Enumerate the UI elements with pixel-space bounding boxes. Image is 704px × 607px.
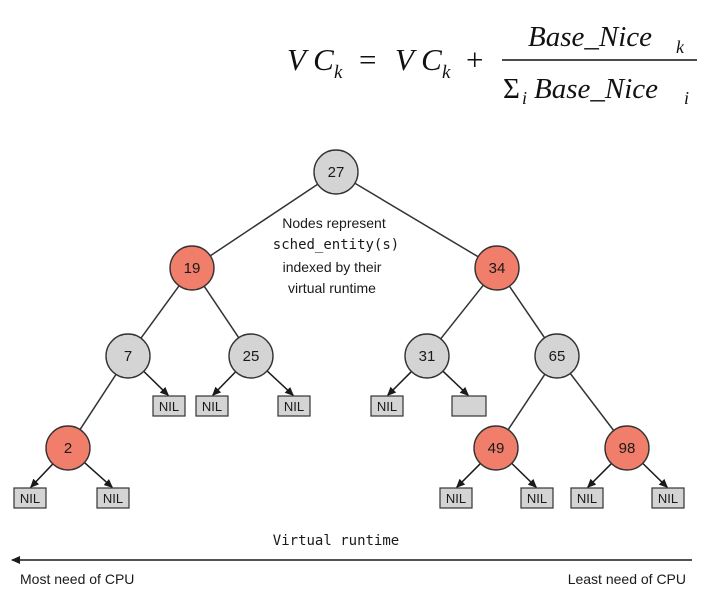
tree-edges: [29, 182, 669, 489]
formula-rhs-sub: k: [442, 62, 451, 83]
caption-line-3: indexed by their: [283, 259, 382, 275]
tree-node-19: [169, 245, 215, 291]
tree-edge: [354, 182, 479, 258]
nil-arrow: [29, 463, 54, 488]
formula-denominator: Base_Nice: [534, 73, 658, 105]
tree-edge: [508, 285, 546, 339]
tree-node-31: [404, 333, 450, 379]
nil-arrow: [83, 462, 114, 488]
nil-label: NIL: [577, 491, 597, 506]
nil-box: [570, 487, 604, 509]
tree-node-49: [473, 425, 519, 471]
nil-arrow: [455, 463, 481, 489]
nil-box: [277, 395, 311, 417]
tree-edge: [209, 183, 319, 257]
tree-edge: [569, 373, 615, 431]
axis-title: Virtual runtime: [273, 533, 399, 549]
axis-left-label: Most need of CPU: [20, 571, 134, 587]
tree-node-label: 31: [419, 348, 436, 365]
formula-sigma: Σ: [503, 73, 520, 105]
nil-box: [96, 487, 130, 509]
nil-box: [195, 395, 229, 417]
tree-node-27: [313, 149, 359, 195]
nil-box: [152, 395, 186, 417]
tree-node-65: [534, 333, 580, 379]
formula-numerator: Base_Nice: [528, 21, 652, 53]
nil-leaves: NIL NIL NIL NIL NIL NIL NIL NIL NIL NIL: [13, 395, 685, 509]
nil-label: NIL: [103, 491, 123, 506]
tree-node-label: 49: [488, 440, 505, 457]
nil-label: NIL: [159, 399, 179, 414]
tree-edge: [140, 285, 180, 339]
nil-box: [13, 487, 47, 509]
tree-edge: [440, 284, 484, 340]
nil-label: NIL: [377, 399, 397, 414]
tree-nodes: 27 19 34 7 25 31 65 2 49 98: [45, 149, 650, 471]
nil-arrow: [143, 370, 170, 396]
nil-label: NIL: [527, 491, 547, 506]
formula-equals: =: [359, 42, 376, 77]
nil-box: [520, 487, 554, 509]
virtual-runtime-axis: Virtual runtime Most need of CPU Least n…: [11, 533, 692, 587]
nil-label: NIL: [446, 491, 466, 506]
tree-node-label: 25: [243, 348, 260, 365]
tree-node-98: [604, 425, 650, 471]
nil-label: NIL: [20, 491, 40, 506]
tree-node-25: [228, 333, 274, 379]
nil-arrow: [266, 370, 295, 397]
tree-node-label: 34: [489, 260, 506, 277]
nil-label: NIL: [284, 399, 304, 414]
nil-arrow: [386, 371, 412, 397]
tree-node-34: [474, 245, 520, 291]
nil-arrow: [511, 462, 538, 488]
formula-sigma-sub: i: [522, 88, 527, 108]
nil-arrow: [212, 371, 237, 396]
nil-label: NIL: [658, 491, 678, 506]
tree-node-label: 27: [328, 164, 345, 181]
nil-box: [451, 395, 487, 417]
nil-arrow: [442, 370, 469, 396]
nil-label: NIL: [202, 399, 222, 414]
tree-node-label: 98: [619, 440, 636, 457]
nil-arrow: [642, 462, 669, 488]
caption-line-2: sched_entity(s): [273, 237, 399, 253]
tree-node-2: [45, 425, 91, 471]
formula-plus: +: [466, 42, 483, 77]
axis-right-label: Least need of CPU: [568, 571, 686, 587]
tree-edge: [507, 373, 546, 431]
tree-node-7: [105, 333, 151, 379]
tree-node-label: 2: [64, 440, 72, 457]
formula-lhs-var: V C: [287, 42, 334, 77]
formula-lhs-sub: k: [334, 62, 343, 83]
formula-rhs-var: V C: [395, 42, 442, 77]
nil-arrow: [586, 463, 612, 489]
nil-box: [439, 487, 473, 509]
tree-node-label: 19: [184, 260, 201, 277]
tree-edge: [203, 285, 240, 339]
tree-node-label: 65: [549, 348, 566, 365]
tree-edge: [79, 374, 117, 430]
nil-box: [651, 487, 685, 509]
tree-node-label: 7: [124, 348, 132, 365]
tree-caption: Nodes represent sched_entity(s) indexed …: [273, 215, 399, 296]
caption-line-1: Nodes represent: [282, 215, 386, 231]
vruntime-formula: V C k = V C k + Base_Nice k Σ i Base_Nic…: [287, 21, 697, 108]
caption-line-4: virtual runtime: [288, 280, 376, 296]
nil-box: [370, 395, 404, 417]
formula-numerator-sub: k: [676, 37, 685, 57]
formula-denominator-sub: i: [684, 88, 689, 108]
